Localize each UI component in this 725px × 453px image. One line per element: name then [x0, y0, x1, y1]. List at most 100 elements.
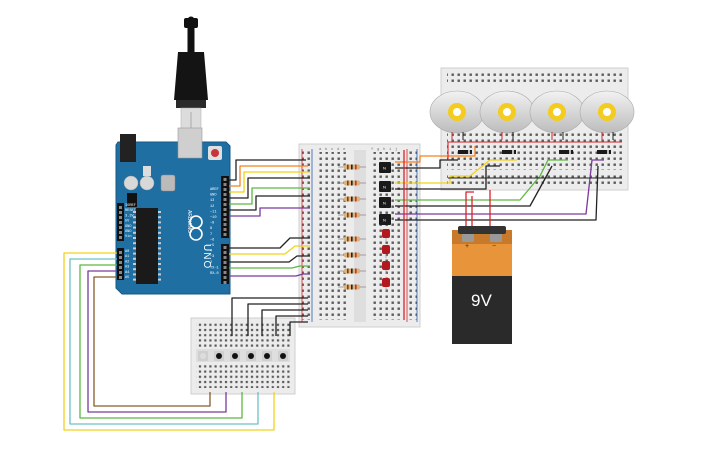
push-button[interactable]: [198, 351, 208, 361]
digital-pin-label: ~9: [210, 222, 214, 226]
push-button[interactable]: [278, 351, 288, 361]
header-pin: [223, 218, 227, 221]
diode-body: [458, 150, 472, 154]
header-pin: [223, 281, 227, 284]
power-pin-label: 5V: [125, 220, 130, 224]
column-letter: c: [331, 148, 334, 152]
header-pin: [223, 271, 227, 274]
chip-pin: [133, 231, 136, 234]
digital-pin-label: ~5: [210, 244, 214, 248]
digital-pin-label: ~10: [210, 216, 216, 220]
digital-pin-label: 2: [210, 261, 212, 265]
wire-black: [229, 159, 306, 181]
resistor-band: [351, 212, 353, 218]
wire-black: [395, 165, 599, 221]
wire-green: [229, 265, 310, 269]
resistor-band: [355, 268, 357, 274]
usb-cable: [174, 16, 208, 131]
resistor: [338, 268, 366, 274]
header-pin: [119, 266, 122, 269]
resistor-band: [355, 252, 357, 258]
push-button[interactable]: [230, 351, 240, 361]
led-body: [382, 278, 390, 287]
digital-pin-label: 7: [210, 233, 212, 237]
battery-plus: +: [465, 243, 469, 250]
wire-brown: [93, 276, 211, 407]
wire-black: [229, 195, 310, 211]
resistor: [338, 212, 366, 218]
push-button-cap: [280, 353, 286, 359]
push-button[interactable]: [262, 351, 272, 361]
chip-pin: [133, 226, 136, 229]
transistor: N: [379, 162, 391, 173]
resistor-band: [351, 236, 353, 242]
resistor: [338, 236, 366, 242]
transistor-mark: N: [383, 218, 386, 223]
header-pin: [223, 203, 227, 206]
arduino-brand: ARDUINO: [186, 210, 192, 233]
power-pin-label: RESET: [125, 209, 137, 213]
resistor-band: [347, 236, 349, 242]
resistor-band: [355, 196, 357, 202]
push-button[interactable]: [246, 351, 256, 361]
header-pin: [223, 193, 227, 196]
transistor-body: [379, 181, 391, 192]
header-pin: [119, 236, 122, 239]
wire-purple: [87, 270, 227, 413]
resistor: [338, 196, 366, 202]
wire-black: [229, 255, 310, 263]
wire-red: [447, 141, 622, 160]
red-led: [382, 261, 390, 274]
dc-motor: [479, 90, 535, 140]
header-pin: [223, 178, 227, 181]
header-pin: [223, 276, 227, 279]
resistor-band: [351, 164, 353, 170]
power-pin-label: IOREF: [125, 204, 136, 208]
wire-black: [275, 315, 308, 336]
header-pin: [223, 251, 227, 254]
chip-pin: [158, 231, 161, 234]
arduino-board: ARDUINO UNO AREFGND1312~11~10~987~6~54~3…: [115, 127, 231, 295]
header-pin: [223, 223, 227, 226]
chip-pin: [158, 221, 161, 224]
wire-teal: [69, 258, 259, 425]
wire-black: [395, 159, 458, 169]
resistor-group: [338, 164, 366, 290]
resistor-band: [351, 252, 353, 258]
chip-pin: [158, 237, 161, 239]
chip-pin: [133, 278, 136, 281]
wire-green: [395, 159, 568, 201]
battery-9v: + − 9V: [452, 226, 512, 344]
chip-pin: [158, 257, 161, 260]
motor-shaft: [503, 108, 511, 116]
led-group: [382, 229, 390, 291]
chip-pin: [158, 211, 161, 213]
push-button-cap: [216, 353, 222, 359]
header-pin: [119, 261, 122, 264]
motor-group: [429, 90, 635, 154]
diode: [502, 150, 516, 154]
digital-pin-label: ~11: [210, 210, 216, 214]
transistor-body: [379, 197, 391, 208]
analog-pin-label: A1: [125, 255, 129, 259]
column-letter: h: [383, 147, 386, 152]
dc-motor: [579, 90, 635, 140]
column-letter: i: [389, 147, 392, 152]
resistor-band: [355, 180, 357, 186]
chip-pin: [133, 221, 136, 224]
chip-pin: [133, 257, 136, 260]
digital-pin-label: TX→1: [210, 266, 219, 270]
chip-pin: [133, 211, 136, 213]
header-pin: [223, 261, 227, 264]
digital-pin-label: 4: [210, 250, 212, 254]
motor-shaft: [553, 108, 561, 116]
wire-black: [247, 303, 308, 336]
wire-orange: [229, 165, 308, 187]
wire-yellow: [63, 252, 275, 431]
resistor-band: [347, 180, 349, 186]
diode: [597, 150, 611, 154]
push-button[interactable]: [214, 351, 224, 361]
header-pin: [223, 233, 227, 236]
battery-label: 9V: [471, 291, 492, 310]
resistor-band: [347, 284, 349, 290]
